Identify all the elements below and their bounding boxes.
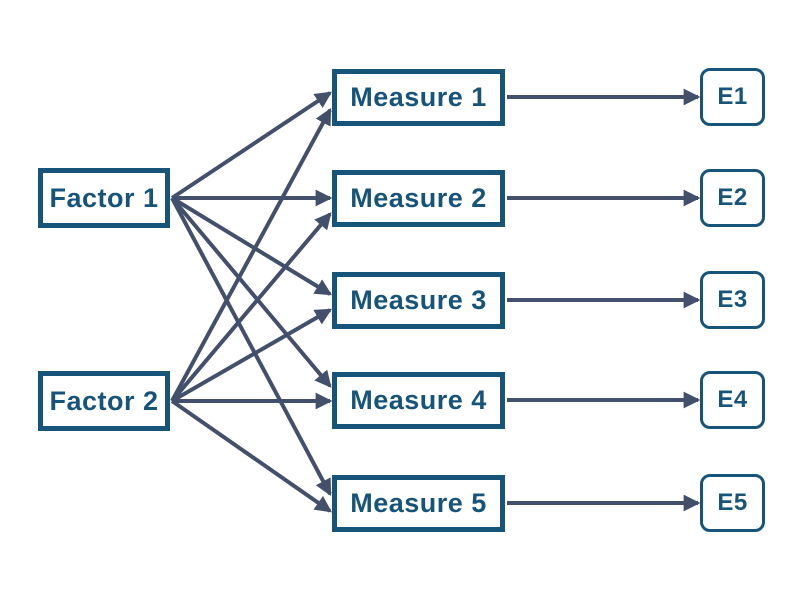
error-e3-node: E3	[700, 271, 765, 329]
edge-factor2-measure2	[170, 212, 332, 403]
factor-2-node: Factor 2	[38, 371, 170, 431]
edge-factor2-measure1	[170, 107, 332, 402]
edge-factor1-measure3	[170, 196, 333, 296]
error-e5-node: E5	[700, 474, 765, 532]
edge-factor2-measure3	[171, 308, 333, 403]
measure-3-node: Measure 3	[332, 272, 505, 329]
edge-factor1-measure1	[170, 91, 332, 200]
edge-factor2-measure5	[170, 399, 332, 513]
measure-2-node: Measure 2	[332, 170, 505, 227]
measure-4-node: Measure 4	[332, 372, 505, 429]
measure-5-node: Measure 5	[332, 475, 505, 532]
edge-factor1-measure5	[170, 197, 332, 497]
error-e2-node: E2	[700, 169, 765, 227]
factor-1-node: Factor 1	[38, 168, 170, 228]
error-e1-node: E1	[700, 68, 765, 126]
measure-1-node: Measure 1	[332, 69, 505, 126]
edge-factor1-measure4	[170, 196, 332, 388]
error-e4-node: E4	[700, 371, 765, 429]
